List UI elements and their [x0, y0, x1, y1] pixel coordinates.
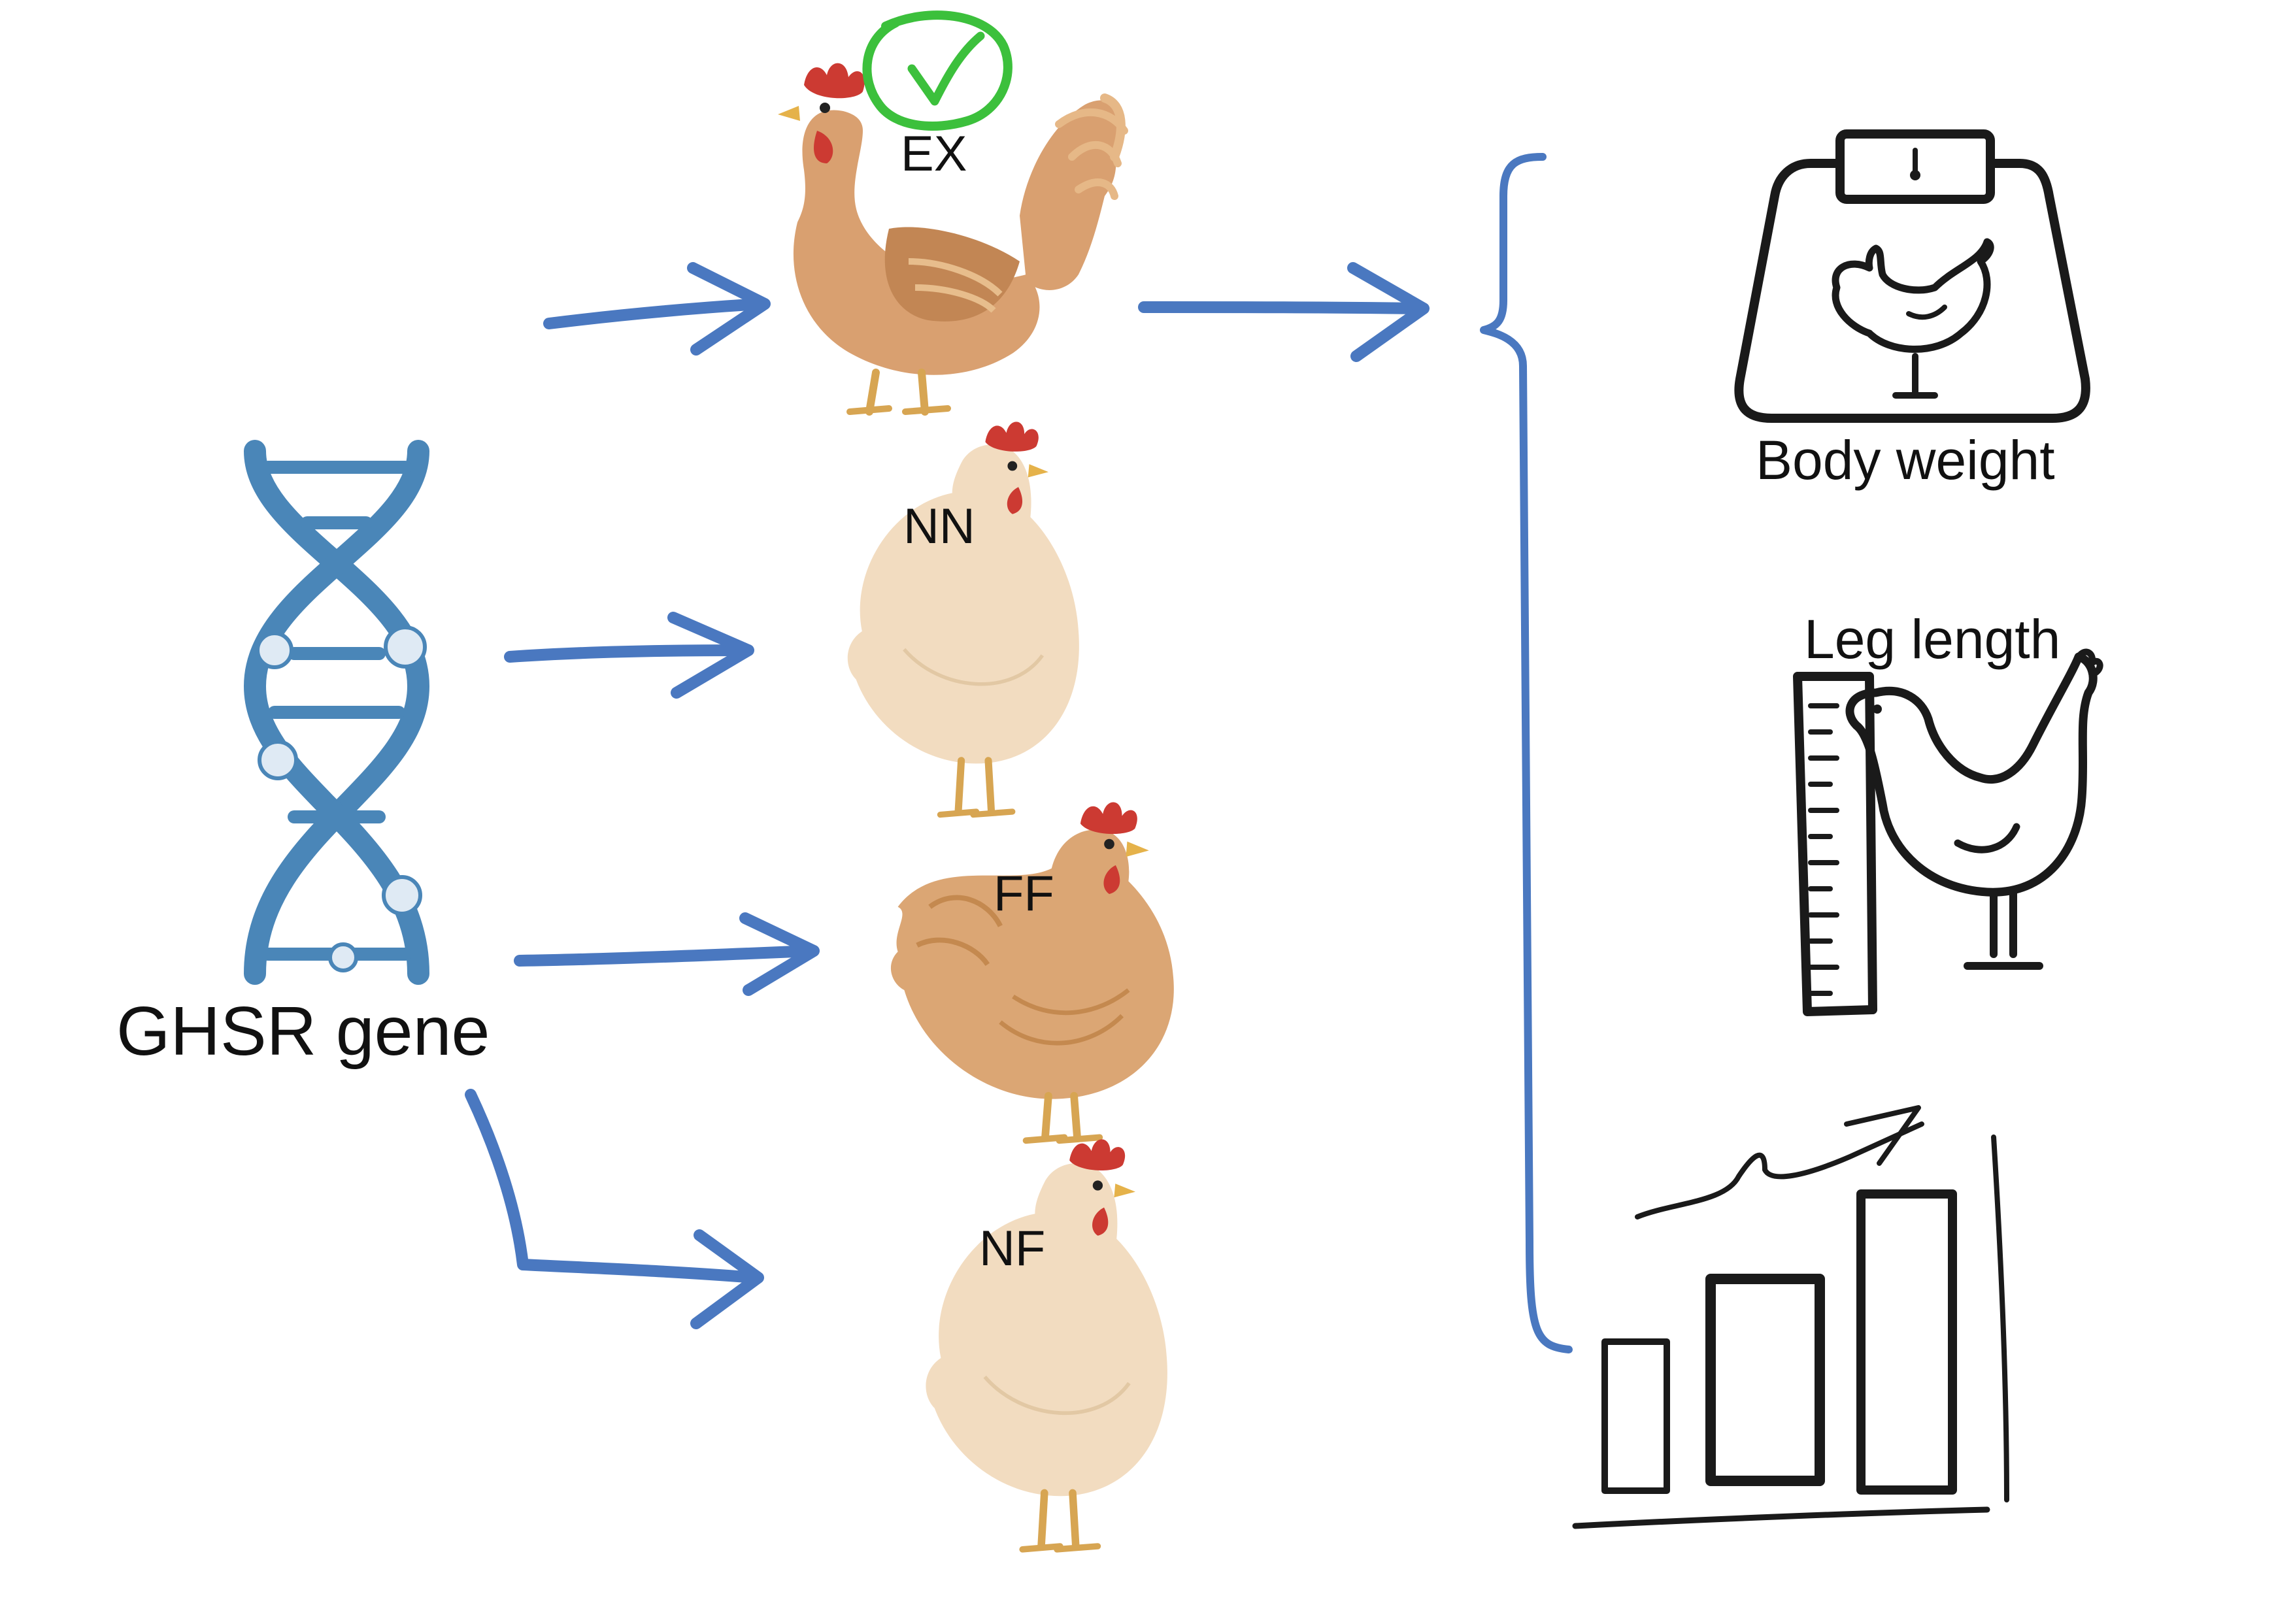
- check-icon: [862, 10, 1013, 131]
- arrow-to-nn: [504, 612, 754, 699]
- hen-icon-ff: [891, 802, 1174, 1140]
- genotype-label-nf: NF: [979, 1221, 1046, 1276]
- genotype-label-nn: NN: [903, 499, 975, 554]
- arrow-to-nf: [465, 1089, 764, 1329]
- arrow-to-ex: [543, 262, 771, 356]
- curly-brace: [1480, 153, 1573, 1353]
- trait-label-leg-length: Leg length: [1804, 608, 2061, 670]
- trait-label-body-weight: Body weight: [1756, 429, 2055, 491]
- arrow-to-traits: [1138, 262, 1430, 362]
- gene-label: GHSR gene: [116, 993, 490, 1070]
- hen-icon-nn: [848, 422, 1079, 814]
- hen-icon-nf: [926, 1139, 1167, 1549]
- genotype-label-ff: FF: [994, 866, 1054, 921]
- rooster-icon: [778, 63, 1128, 416]
- growth-chart-icon: [1572, 1105, 2009, 1529]
- scale-icon: [1734, 129, 2090, 423]
- ruler-icon: [1793, 648, 2103, 1016]
- dna-icon: [243, 440, 430, 985]
- genotype-label-ex: EX: [901, 126, 967, 182]
- arrow-to-ff: [514, 912, 820, 996]
